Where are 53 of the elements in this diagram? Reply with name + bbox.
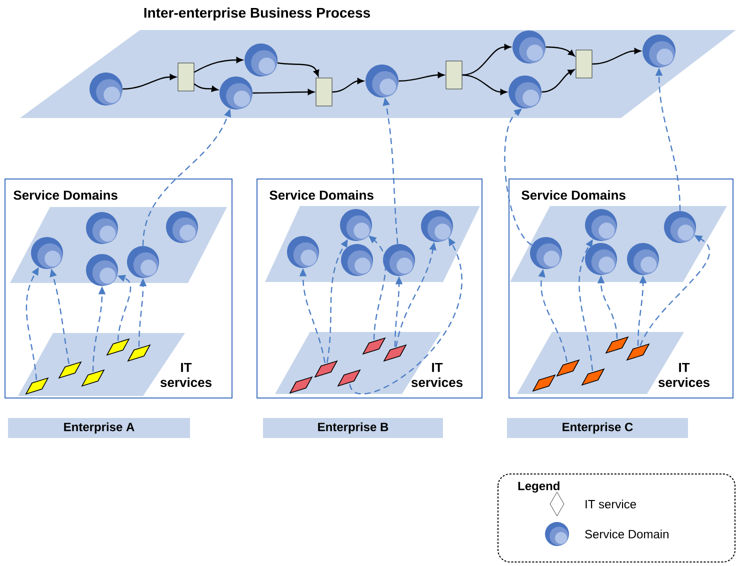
- arrow: [546, 46, 575, 56]
- arrow: [332, 78, 364, 93]
- arrow: [542, 69, 575, 93]
- gateway-box: [316, 78, 332, 106]
- service-domain-ball: [642, 34, 676, 68]
- enterprise-label: Enterprise A: [8, 418, 190, 438]
- enterprise-frame: [256, 178, 482, 398]
- service-domain-ball: [127, 246, 159, 278]
- service-domain-ball: [508, 76, 542, 108]
- node-label: Service Domains: [522, 190, 626, 200]
- service-domain-ball: [90, 72, 122, 106]
- service-domain-ball: [585, 243, 617, 275]
- service-domain-ball: [220, 76, 252, 110]
- service-domain-ball: [366, 64, 398, 98]
- service-domain-ball: [166, 211, 198, 243]
- node-label: Service Domains: [270, 190, 374, 200]
- legend-label: IT service: [586, 500, 636, 508]
- service-domain-ball: [585, 209, 617, 241]
- gateway-box: [576, 50, 592, 78]
- arrow: [117, 274, 132, 341]
- arrow: [398, 72, 444, 82]
- arrow: [640, 235, 710, 346]
- node-label: Inter-enterprise Business Process: [144, 7, 370, 21]
- enterprise-frame: [508, 178, 734, 398]
- legend-label: Service Domain: [585, 530, 668, 538]
- service-domain-ball: [512, 30, 546, 64]
- service-domain-ball: [627, 243, 659, 275]
- arrow: [462, 44, 511, 76]
- arrow: [277, 62, 320, 76]
- service-domain-ball: [383, 244, 415, 276]
- service-domain-ball: [287, 236, 319, 268]
- service-domain-ball: [244, 44, 278, 76]
- arrow: [592, 48, 641, 65]
- gateway-box: [178, 62, 194, 92]
- service-domain-ball: [86, 212, 118, 244]
- node-label: Service Domains: [14, 190, 118, 200]
- arrow: [462, 74, 507, 95]
- arrow: [122, 74, 176, 90]
- arrow: [252, 89, 314, 95]
- enterprise-frame: [4, 178, 232, 398]
- arrow: [194, 57, 243, 73]
- service-domain-ball: [664, 211, 696, 243]
- service-domain-ball: [341, 244, 373, 276]
- service-domain-ball: [31, 237, 63, 269]
- service-domain-ball: [421, 210, 453, 242]
- service-domain-ball: [340, 209, 372, 241]
- gateway-box: [446, 60, 462, 90]
- service-domain-ball: [86, 254, 118, 286]
- enterprise-label: Enterprise C: [507, 418, 688, 438]
- arrow: [194, 83, 218, 92]
- enterprise-label: Enterprise B: [263, 418, 443, 438]
- service-domain-ball: [530, 237, 562, 269]
- legend-title: Legend: [518, 481, 560, 493]
